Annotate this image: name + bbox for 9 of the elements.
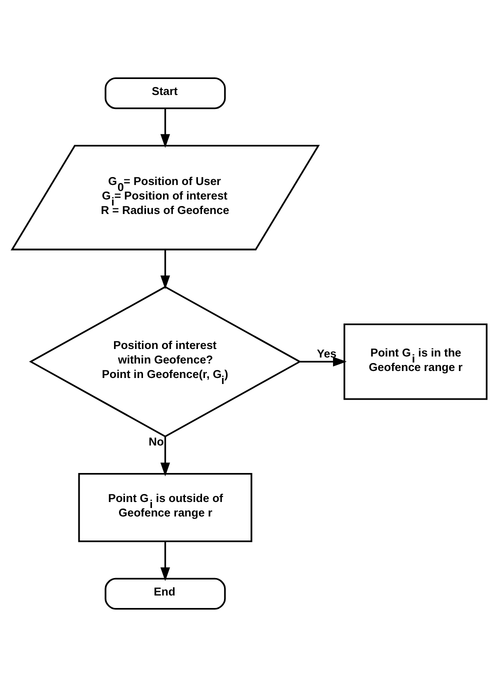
arrow xyxy=(160,249,170,289)
arrow xyxy=(160,108,170,148)
edge-label: Yes xyxy=(316,348,337,360)
node-box: End xyxy=(104,577,226,610)
arrow xyxy=(160,436,170,476)
arrow xyxy=(300,356,347,366)
arrow xyxy=(160,541,170,581)
edge-label: No xyxy=(148,436,164,448)
node-box: Start xyxy=(104,76,226,109)
